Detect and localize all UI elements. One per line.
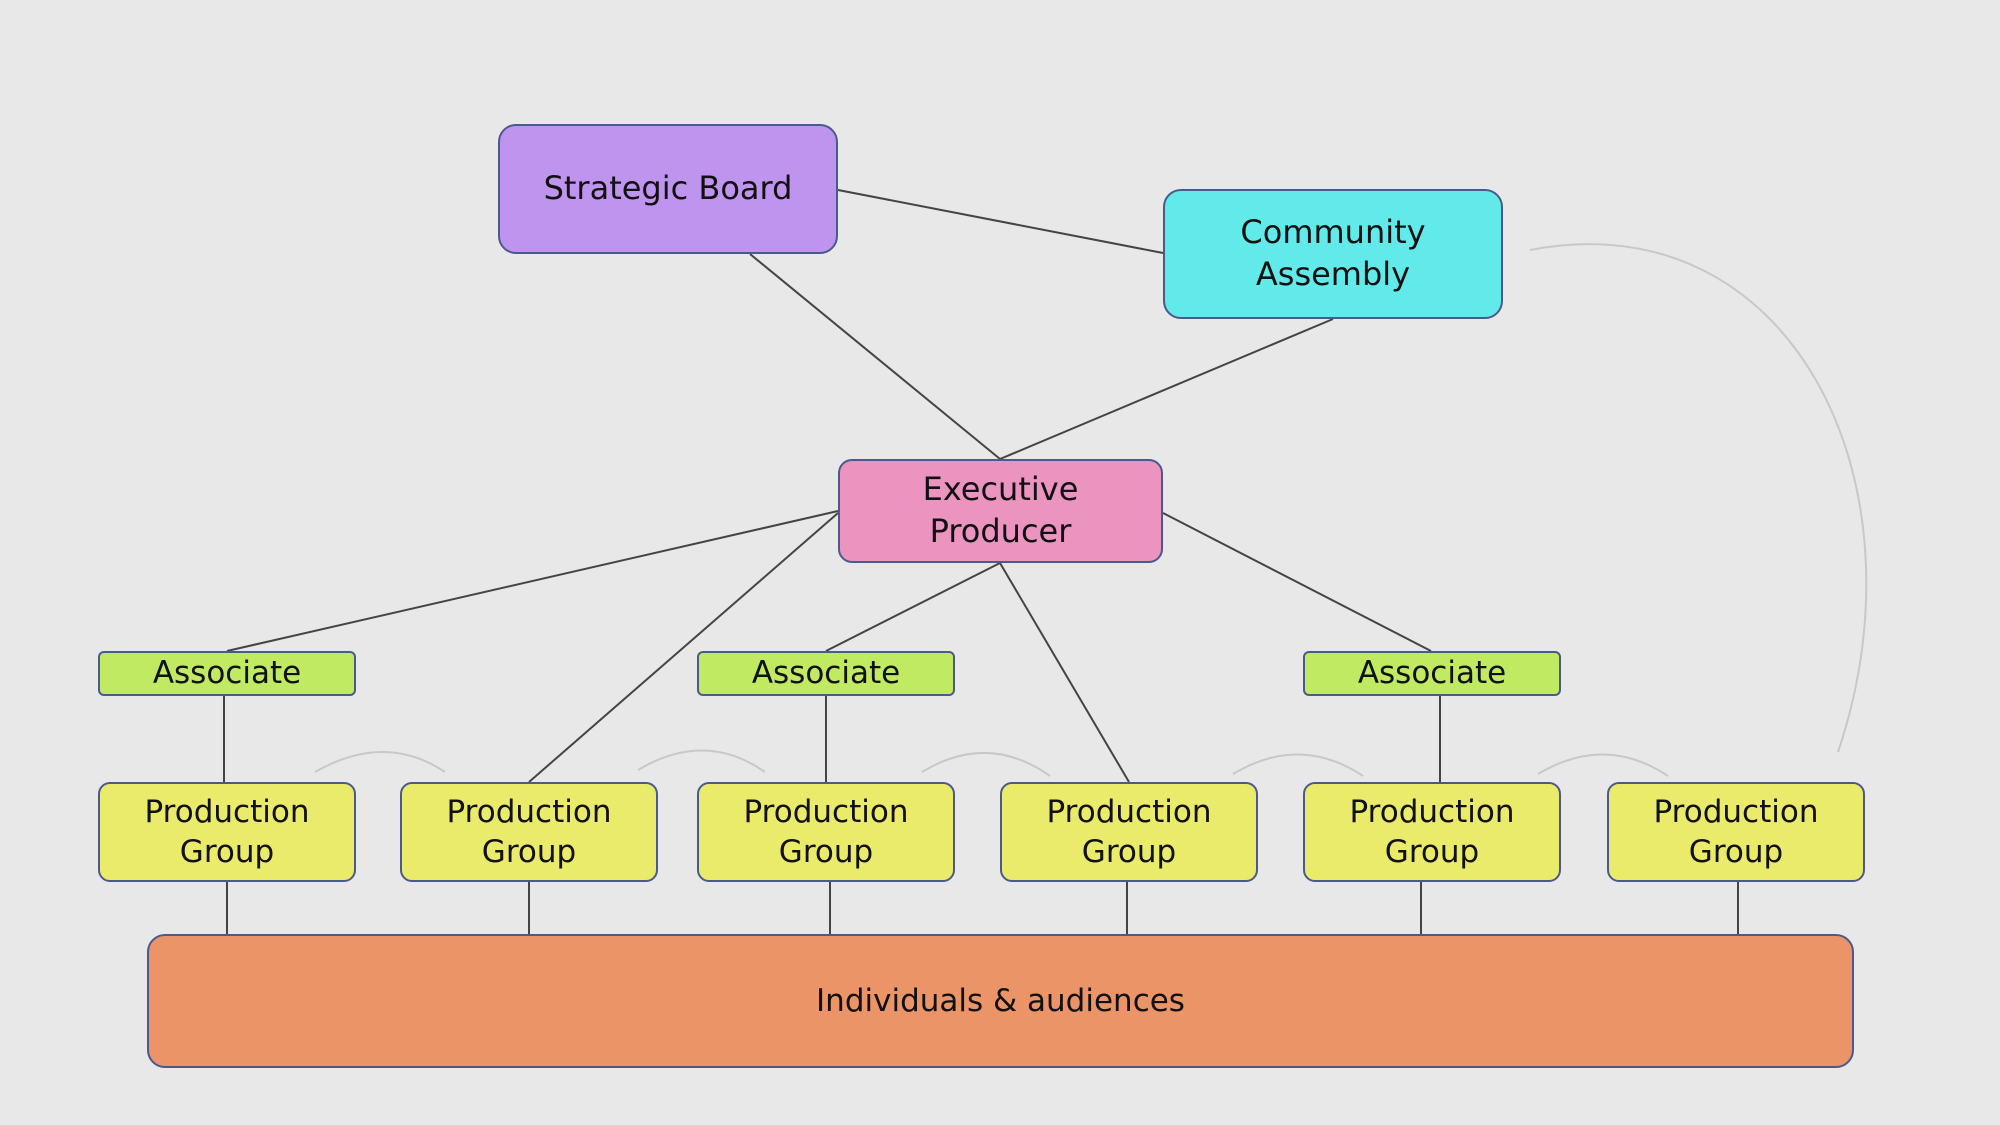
link-exec-pg-2 xyxy=(528,512,839,783)
strategic-board-node[interactable]: Strategic Board xyxy=(498,124,838,254)
production-group-node-5[interactable]: Production Group xyxy=(1303,782,1561,882)
associate-label: Associate xyxy=(152,655,302,692)
production-group-node-1[interactable]: Production Group xyxy=(98,782,356,882)
curve-pg-1-2 xyxy=(314,751,446,773)
associate-node-2[interactable]: Associate xyxy=(697,651,955,696)
production-group-node-2[interactable]: Production Group xyxy=(400,782,658,882)
curve-pg-5-6 xyxy=(1537,753,1669,777)
link-assembly-exec xyxy=(999,318,1334,460)
curve-pg-3-4 xyxy=(921,751,1051,777)
individuals-audiences-label: Individuals & audiences xyxy=(816,982,1185,1019)
associate-label: Associate xyxy=(751,655,901,692)
link-exec-pg-4 xyxy=(999,562,1130,783)
curve-assembly-pg-6 xyxy=(1529,243,1868,753)
community-assembly-node[interactable]: Community Assembly xyxy=(1163,189,1503,319)
associate-label: Associate xyxy=(1357,655,1507,692)
link-board-exec xyxy=(749,253,1001,460)
individuals-audiences-node[interactable]: Individuals & audiences xyxy=(147,934,1854,1068)
link-board-assembly xyxy=(837,189,1164,254)
curve-pg-4-5 xyxy=(1232,753,1364,777)
production-group-label: Production Group xyxy=(1046,793,1212,870)
link-exec-assoc-2 xyxy=(825,562,1001,652)
production-group-label: Production Group xyxy=(743,793,909,870)
production-group-node-6[interactable]: Production Group xyxy=(1607,782,1865,882)
community-assembly-label: Community Assembly xyxy=(1240,213,1426,293)
production-group-node-3[interactable]: Production Group xyxy=(697,782,955,882)
executive-producer-label: Executive Producer xyxy=(922,470,1079,550)
strategic-board-label: Strategic Board xyxy=(543,169,793,208)
production-group-label: Production Group xyxy=(1653,793,1819,870)
production-group-node-4[interactable]: Production Group xyxy=(1000,782,1258,882)
associate-node-3[interactable]: Associate xyxy=(1303,651,1561,696)
production-group-label: Production Group xyxy=(144,793,310,870)
production-group-label: Production Group xyxy=(446,793,612,870)
link-exec-assoc-3 xyxy=(1162,512,1432,652)
production-group-label: Production Group xyxy=(1349,793,1515,870)
link-exec-assoc-1 xyxy=(226,510,839,652)
associate-node-1[interactable]: Associate xyxy=(98,651,356,696)
curve-pg-2-3 xyxy=(637,749,766,773)
executive-producer-node[interactable]: Executive Producer xyxy=(838,459,1163,563)
